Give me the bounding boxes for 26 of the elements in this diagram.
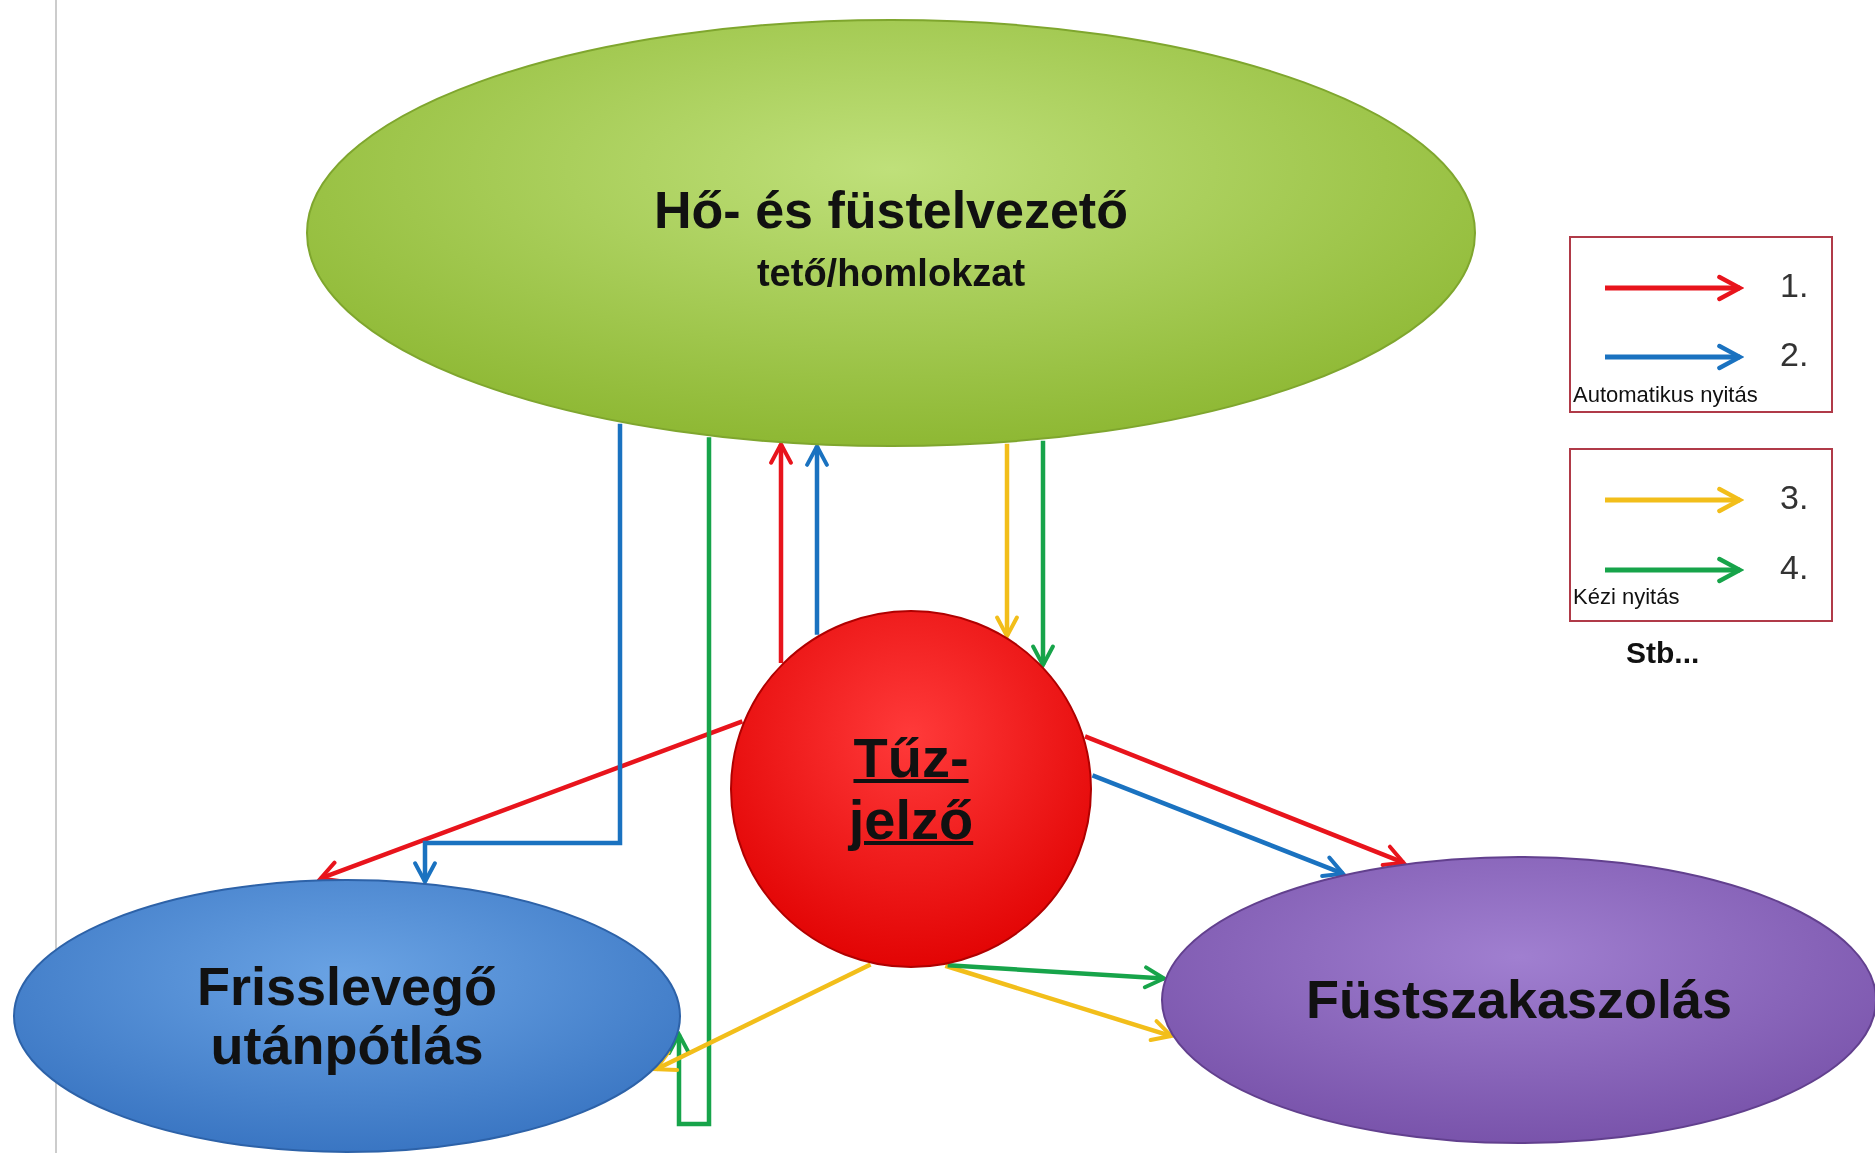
legend-caption: Kézi nyitás: [1573, 584, 1680, 610]
node-subtitle: tető/homlokzat: [756, 252, 1026, 295]
arrow: [667, 437, 712, 1127]
fresh-air-ellipse: [12, 878, 682, 1153]
arrow: [1031, 440, 1055, 668]
detector-circle: [729, 609, 1093, 969]
node-title: Frisslevegő utánpótlás: [195, 956, 499, 1076]
legend-label: 3.: [1780, 478, 1809, 517]
arrow: [944, 963, 1174, 1042]
arrow: [654, 962, 872, 1072]
arrow: [947, 963, 1166, 990]
arrow: [1084, 734, 1406, 868]
legend-label: 2.: [1780, 335, 1809, 374]
arrow: [805, 444, 829, 635]
node-title: Tűz- jelző: [847, 727, 975, 851]
arrow: [995, 443, 1019, 639]
legend-label: 1.: [1780, 266, 1809, 305]
node-title: Hő- és füstelvezető: [654, 181, 1128, 239]
legend-label: 4.: [1780, 548, 1809, 587]
arrow: [1091, 773, 1346, 879]
node-title: Füstszakaszolás: [1305, 970, 1733, 1030]
vent-ellipse: [305, 18, 1477, 448]
arrow: [413, 423, 623, 884]
note-text: Stb...: [1626, 636, 1700, 670]
legend-caption: Automatikus nyitás: [1573, 382, 1758, 408]
arrow: [769, 442, 793, 664]
